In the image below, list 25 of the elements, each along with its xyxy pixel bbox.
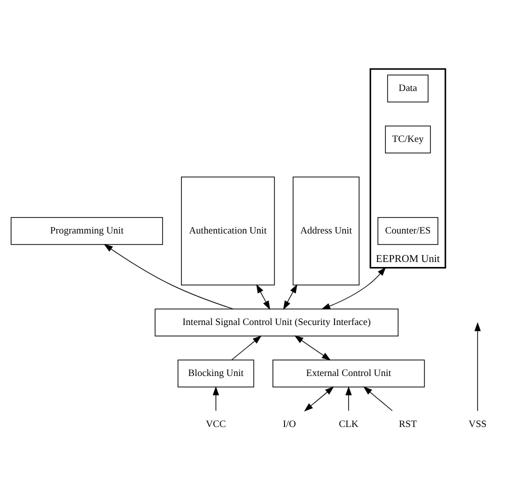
node-box: TC/Key <box>385 125 431 153</box>
node-box: Internal Signal Control Unit (Security Interface) <box>154 308 398 336</box>
arrow <box>294 334 331 360</box>
arrow <box>104 243 234 309</box>
node-box: External Control Unit <box>272 359 425 387</box>
node-box: Data <box>387 74 428 102</box>
arrow <box>256 284 270 310</box>
node-text: I/O <box>282 418 296 430</box>
arrow <box>321 266 386 309</box>
arrow <box>345 386 352 411</box>
node-text: RST <box>398 418 417 430</box>
arrow <box>212 386 220 411</box>
arrow <box>231 334 262 360</box>
arrow <box>474 322 481 411</box>
node-box: Blocking Unit <box>178 359 254 387</box>
node-box: Counter/ES <box>378 216 438 244</box>
node-text: VSS <box>468 418 487 430</box>
node-text: CLK <box>338 418 358 430</box>
arrow <box>363 386 393 411</box>
node-box: Authentication Unit <box>181 176 275 285</box>
arrow <box>304 386 334 411</box>
node-box: Programming Unit <box>10 216 163 244</box>
node-box: Address Unit <box>292 176 360 285</box>
node-text: VCC <box>206 418 226 430</box>
arrow <box>283 284 298 310</box>
